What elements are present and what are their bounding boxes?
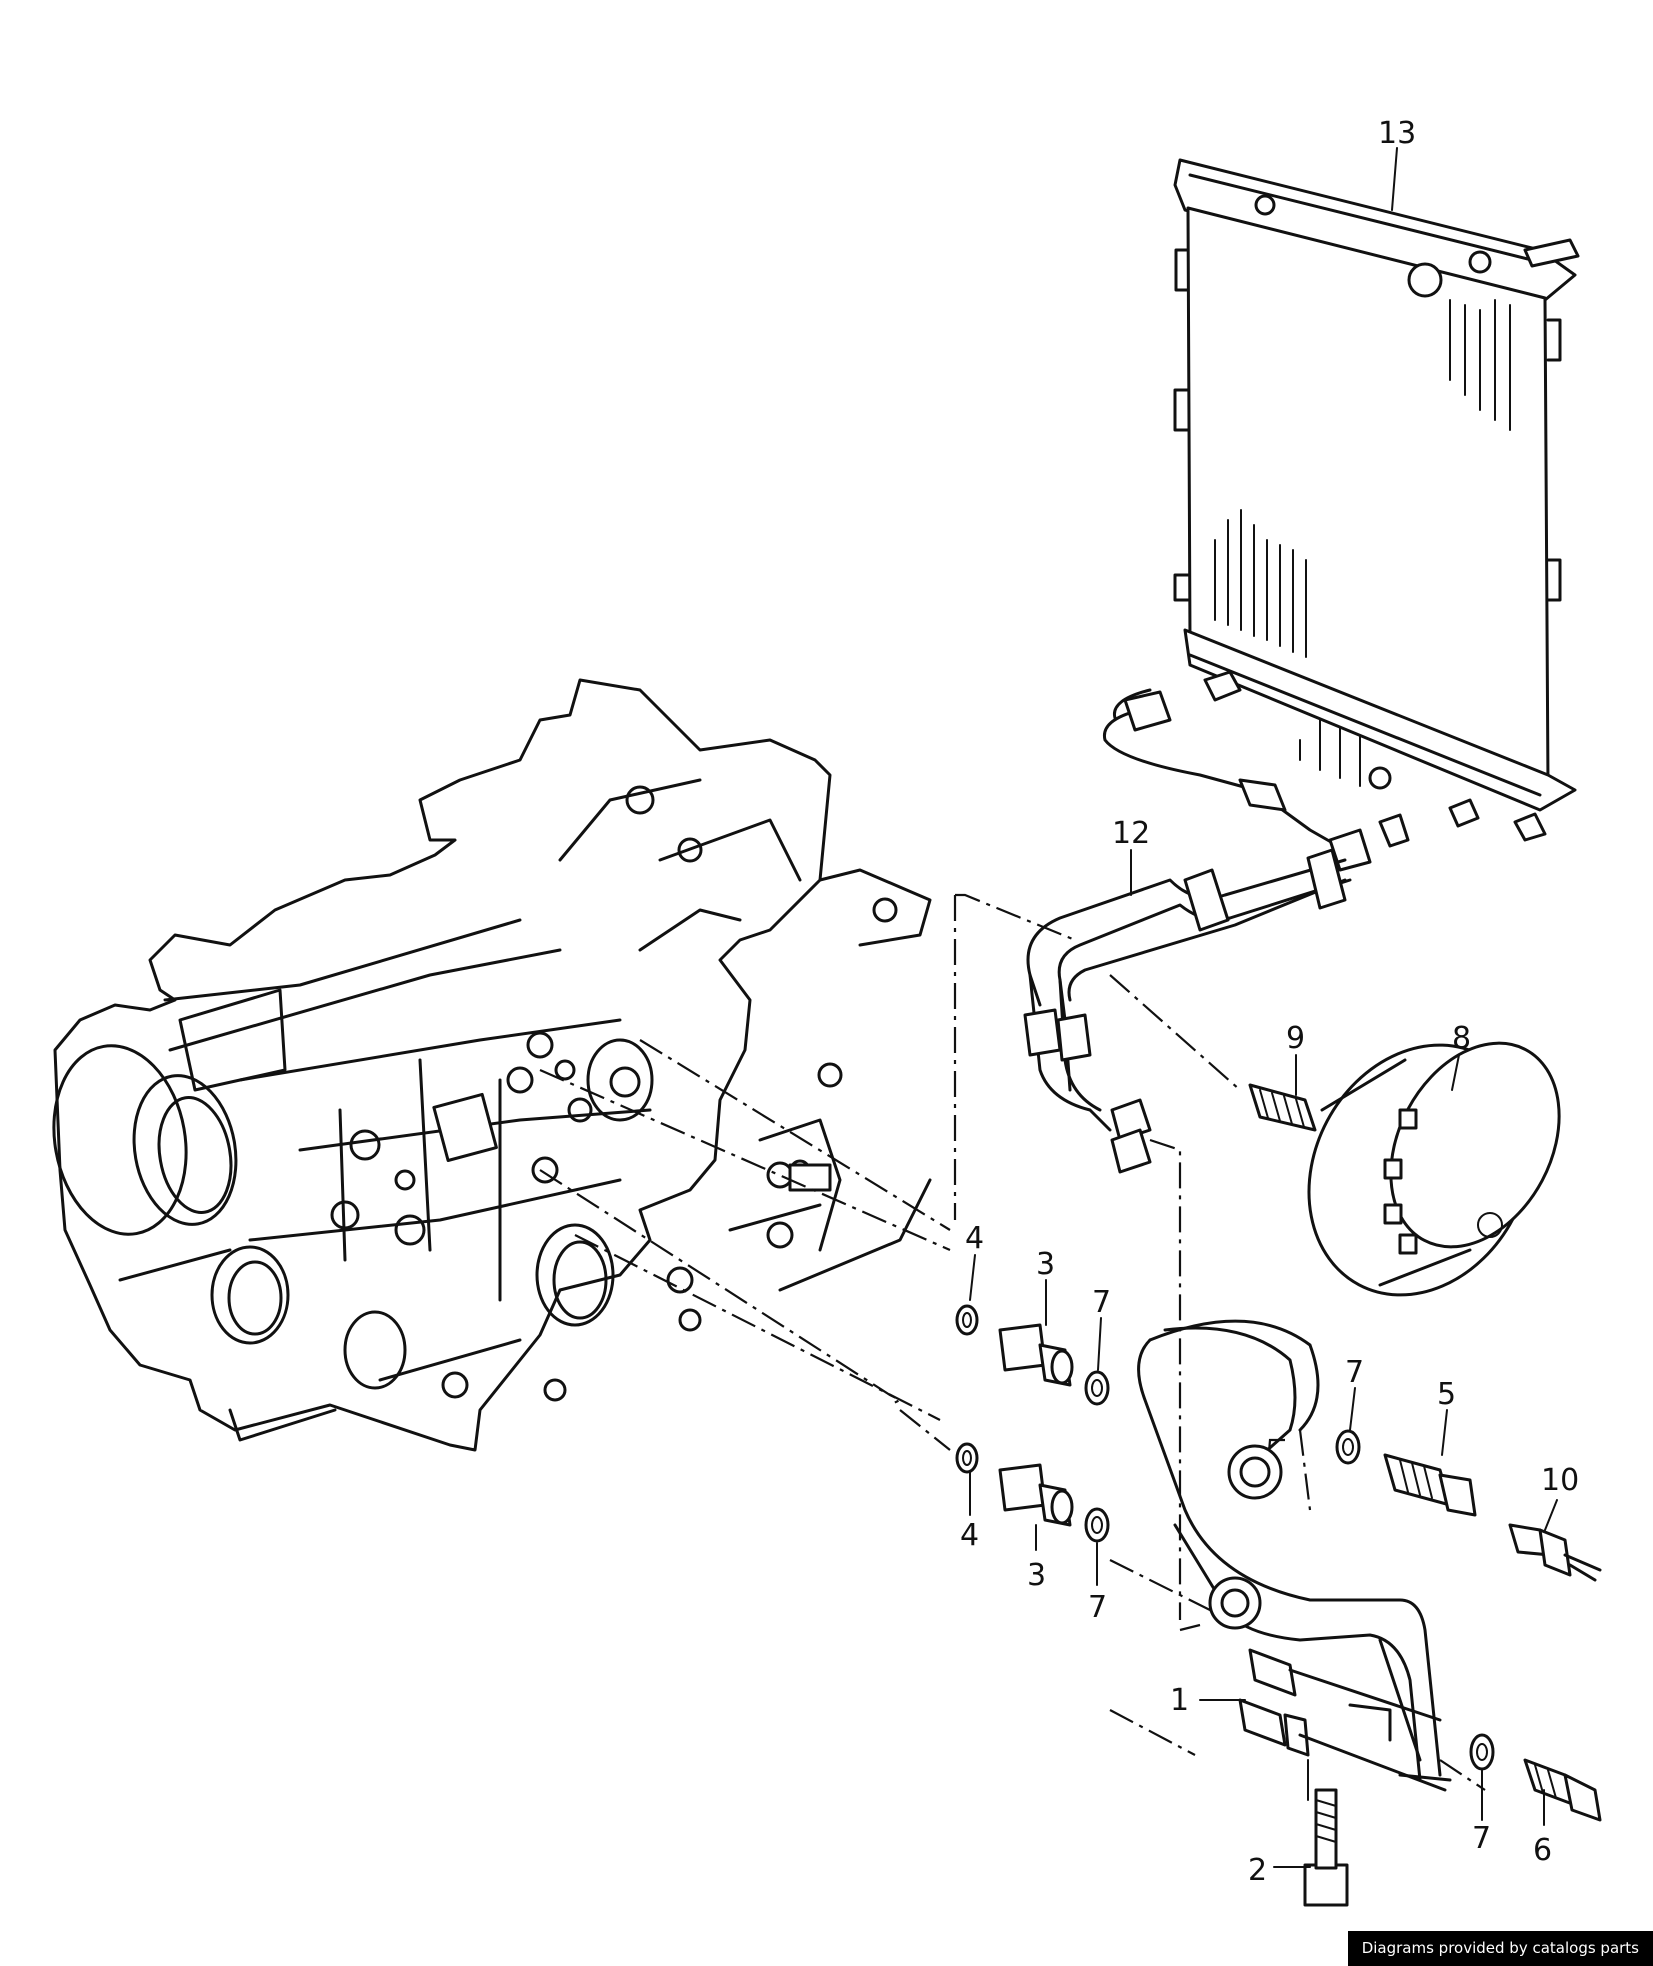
oil-cooler-pipes: [1023, 688, 1410, 1174]
diagram-credit: Diagrams provided by catalogs parts: [1347, 1931, 1653, 1966]
leader-lines: [539, 893, 1551, 1791]
callout-6: 6: [1533, 1833, 1552, 1868]
callout-3-upper: 3: [1036, 1247, 1055, 1282]
callout-1: 1: [1170, 1683, 1189, 1718]
oil-filter: [1307, 1041, 1561, 1297]
callout-13: 13: [1378, 116, 1416, 151]
callout-12: 12: [1112, 816, 1150, 851]
callout-3-lower: 3: [1027, 1558, 1046, 1593]
callout-4-upper: 4: [965, 1221, 984, 1256]
callout-7-right: 7: [1345, 1355, 1364, 1390]
washers-and-fittings: [955, 1304, 1602, 1907]
callout-10: 10: [1541, 1463, 1579, 1498]
callout-leaders: [969, 147, 1558, 1868]
callout-8: 8: [1452, 1021, 1471, 1056]
callout-numbers: 13 12 9 8 4 3 7 7 5 10 4 3 7 1 2 7 6: [960, 116, 1579, 1888]
transmission-housing: [52, 678, 932, 1452]
callout-9: 9: [1286, 1021, 1305, 1056]
callout-7-lower: 7: [1088, 1590, 1107, 1625]
callout-4-lower: 4: [960, 1518, 979, 1553]
radiator: [1173, 158, 1580, 842]
callout-7-upper: 7: [1092, 1285, 1111, 1320]
threaded-stud: [1248, 1083, 1317, 1132]
callout-5: 5: [1437, 1377, 1456, 1412]
callout-7-bottom: 7: [1472, 1821, 1491, 1856]
callout-2: 2: [1248, 1853, 1267, 1888]
